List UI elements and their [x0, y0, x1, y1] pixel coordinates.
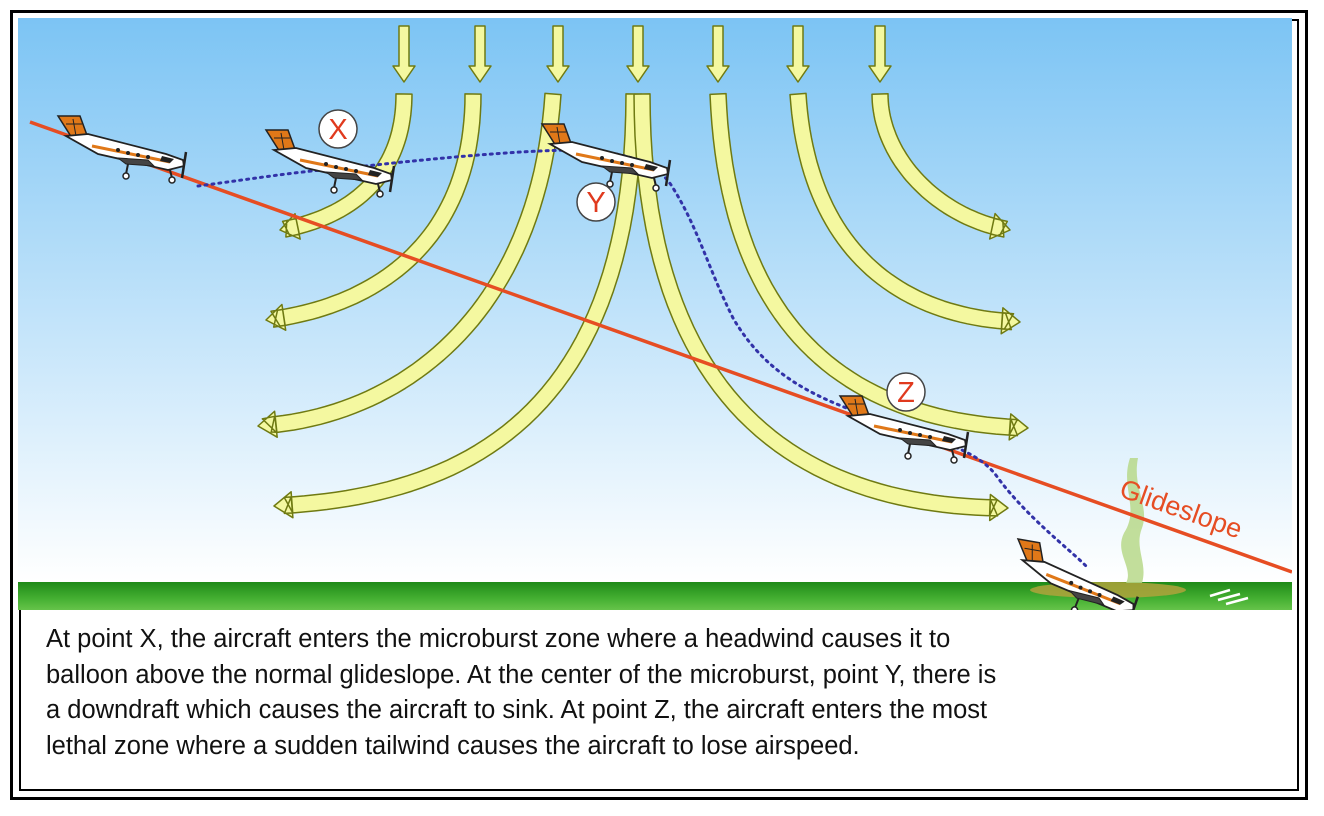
downdraft-arrow	[868, 25, 892, 83]
glideslope-line	[29, 120, 1292, 574]
outflow-arrow-right	[709, 92, 1029, 441]
outflow-arrow-left	[257, 92, 562, 438]
outflow-arrow-left	[273, 93, 643, 519]
caption: At point X, the aircraft enters the micr…	[46, 622, 1286, 764]
point-marker-x: X	[318, 109, 358, 149]
runway-markings	[1209, 588, 1249, 606]
point-label-x: X	[328, 114, 347, 146]
diagram-canvas: Glideslope X Y Z	[18, 18, 1292, 610]
outflow-arrow-left	[265, 93, 482, 331]
smoke	[1121, 458, 1145, 583]
point-marker-y: Y	[576, 182, 616, 222]
downdraft-arrow	[706, 25, 730, 83]
downdraft-arrow	[546, 25, 570, 83]
downdraft-arrow	[468, 25, 492, 83]
outflow-arrow-right	[871, 93, 1011, 240]
caption-line: lethal zone where a sudden tailwind caus…	[46, 731, 860, 760]
downdraft-arrow	[786, 25, 810, 83]
outflow-arrow-right	[633, 93, 1009, 522]
outflow-arrow-right	[789, 92, 1021, 335]
caption-line: a downdraft which causes the aircraft to…	[46, 696, 988, 724]
point-label-z: Z	[897, 377, 915, 409]
caption-line: At point X, the aircraft enters the micr…	[46, 625, 951, 653]
caption-line: balloon above the normal glideslope. At …	[46, 660, 997, 689]
downdraft-arrow	[392, 25, 416, 83]
microburst-diagram: Glideslope X Y Z	[18, 18, 1292, 610]
downdraft-arrow	[626, 25, 650, 83]
sky	[18, 18, 1292, 582]
flight-path	[196, 148, 1088, 568]
point-marker-z: Z	[886, 372, 926, 412]
wind-arrows	[257, 25, 1029, 522]
point-label-y: Y	[586, 187, 605, 219]
